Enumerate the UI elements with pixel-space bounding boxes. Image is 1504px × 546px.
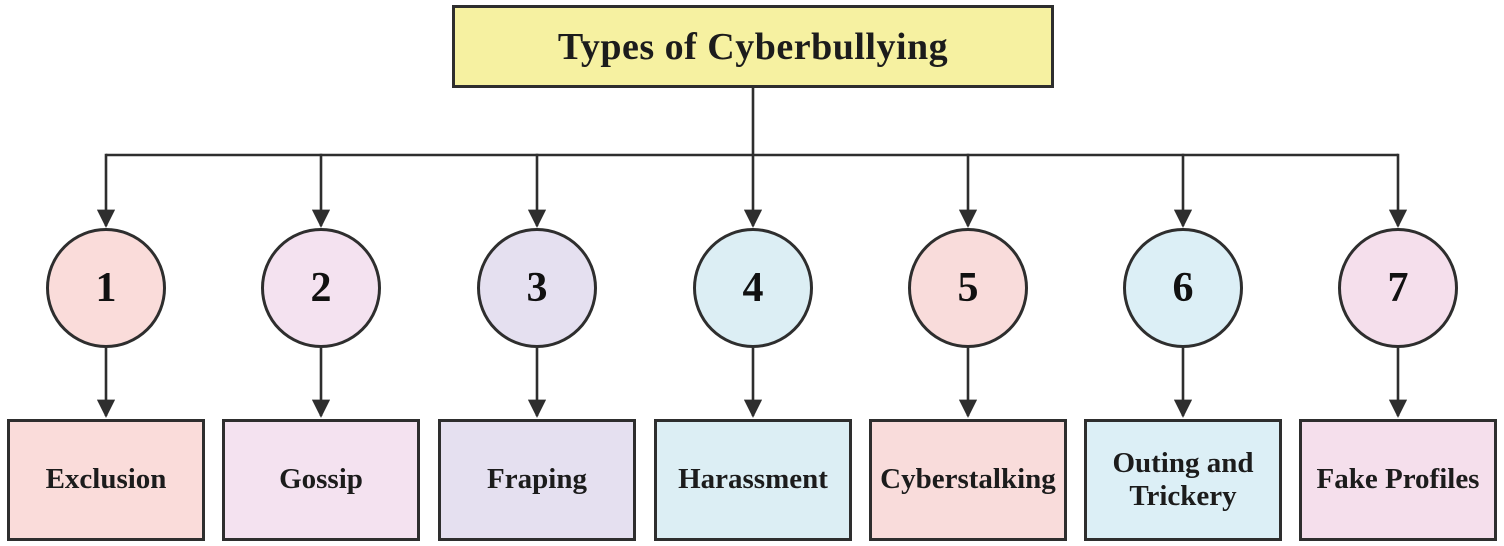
type-box-fraping: Fraping [438, 419, 636, 541]
circle-number: 4 [742, 265, 764, 311]
type-label: Cyberstalking [880, 463, 1056, 496]
circle-number: 3 [526, 265, 548, 311]
circle-number: 1 [95, 265, 117, 311]
type-box-exclusion: Exclusion [7, 419, 205, 541]
circle-number: 5 [957, 265, 979, 311]
circle-number: 6 [1172, 265, 1194, 311]
diagram-title: Types of Cyberbullying [452, 5, 1054, 88]
type-box-fake-profiles: Fake Profiles [1299, 419, 1497, 541]
circle-node-1: 1 [46, 228, 166, 348]
type-label: Fake Profiles [1316, 463, 1480, 496]
type-box-outing-and-trickery: Outing and Trickery [1084, 419, 1282, 541]
type-box-cyberstalking: Cyberstalking [869, 419, 1067, 541]
type-box-gossip: Gossip [222, 419, 420, 541]
type-label: Gossip [279, 463, 363, 496]
type-label: Harassment [678, 463, 828, 496]
circle-node-2: 2 [261, 228, 381, 348]
circle-node-6: 6 [1123, 228, 1243, 348]
circle-node-3: 3 [477, 228, 597, 348]
circle-number: 2 [310, 265, 332, 311]
type-label: Exclusion [45, 463, 167, 496]
circle-node-7: 7 [1338, 228, 1458, 348]
circle-node-5: 5 [908, 228, 1028, 348]
circle-node-4: 4 [693, 228, 813, 348]
type-label: Fraping [487, 463, 587, 496]
type-box-harassment: Harassment [654, 419, 852, 541]
type-label: Outing and Trickery [1112, 446, 1254, 512]
circle-number: 7 [1387, 265, 1409, 311]
